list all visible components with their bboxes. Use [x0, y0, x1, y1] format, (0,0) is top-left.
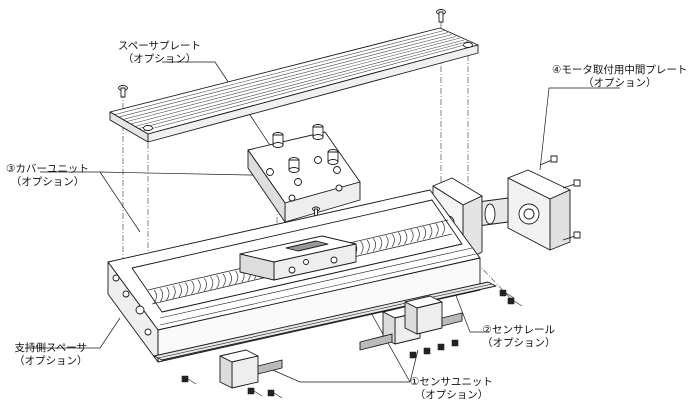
- screw-thread: [416, 227, 420, 242]
- screw-thread: [235, 270, 239, 284]
- screw-thread: [185, 282, 189, 296]
- label-cover-unit: ③カバーユニット （オプション）: [6, 163, 89, 189]
- label-sensor-unit-sub: （オプション）: [414, 389, 489, 401]
- screw-thread: [159, 288, 164, 302]
- screw-thread: [404, 230, 408, 245]
- coupling: [477, 197, 509, 227]
- slider-table: [239, 235, 357, 281]
- screw-thread: [391, 233, 395, 248]
- screw-thread: [397, 232, 402, 246]
- sensor-unit-left: [219, 349, 283, 389]
- label-motor-plate-sub: （オプション）: [582, 77, 657, 89]
- label-sensor-rail: ②センサレール （オプション）: [482, 324, 556, 350]
- sensor-unit-right: [404, 295, 463, 335]
- spacer-plate: [247, 131, 361, 223]
- screw-thread: [203, 277, 207, 292]
- screw-thread: [191, 280, 195, 295]
- label-sensor-unit: ①センサユニット （オプション）: [410, 376, 493, 402]
- label-spacer-plate-sub: （オプション）: [122, 53, 197, 65]
- screw-thread: [441, 221, 445, 236]
- label-support-spacer-sub: （オプション）: [14, 355, 88, 367]
- screw-thread: [178, 283, 182, 298]
- label-spacer-plate: スペーサプレート （オプション）: [118, 40, 201, 66]
- screw-thread: [435, 223, 439, 237]
- label-support-spacer-title: 支持側スペーサ: [14, 342, 88, 354]
- small-screw-icon: [312, 206, 320, 220]
- fixing-screw-icon: [181, 289, 523, 399]
- motor-plate: [507, 169, 571, 251]
- screw-thread: [172, 285, 176, 299]
- cover-plate: [109, 27, 479, 143]
- screw-thread: [210, 276, 214, 290]
- screw-thread: [197, 279, 201, 293]
- cover-ribs: [114, 30, 473, 132]
- screw-thread: [429, 224, 433, 239]
- screw-thread: [366, 239, 370, 253]
- hex-bolt-icon: [272, 124, 339, 173]
- screw-thread: [410, 229, 414, 243]
- screw-thread: [166, 286, 170, 301]
- screw-thread: [153, 289, 157, 304]
- label-sensor-rail-title: ②センサレール: [482, 324, 555, 336]
- label-cover-unit-title: ③カバーユニット: [6, 163, 89, 175]
- screw-thread: [360, 240, 364, 255]
- screw-thread: [385, 235, 389, 249]
- screw-thread: [379, 236, 383, 250]
- motor-screw-icon: [539, 155, 581, 241]
- cover-screw-icon: [118, 9, 473, 131]
- leader-lines: [25, 61, 620, 383]
- label-support-spacer: 支持側スペーサ （オプション）: [14, 342, 88, 368]
- screw-thread: [422, 226, 427, 240]
- label-cover-unit-sub: （オプション）: [10, 176, 85, 188]
- label-motor-plate-title: ④モータ取付用中間プレート: [552, 64, 688, 76]
- label-motor-plate: ④モータ取付用中間プレート （オプション）: [552, 64, 687, 90]
- screw-thread: [228, 272, 232, 286]
- screw-thread: [222, 273, 226, 287]
- screw-thread: [216, 274, 220, 289]
- screw-thread: [372, 238, 376, 252]
- label-sensor-rail-sub: （オプション）: [482, 337, 556, 349]
- label-spacer-plate-title: スペーサプレート: [118, 40, 202, 52]
- label-sensor-unit-title: ①センサユニット: [410, 376, 493, 388]
